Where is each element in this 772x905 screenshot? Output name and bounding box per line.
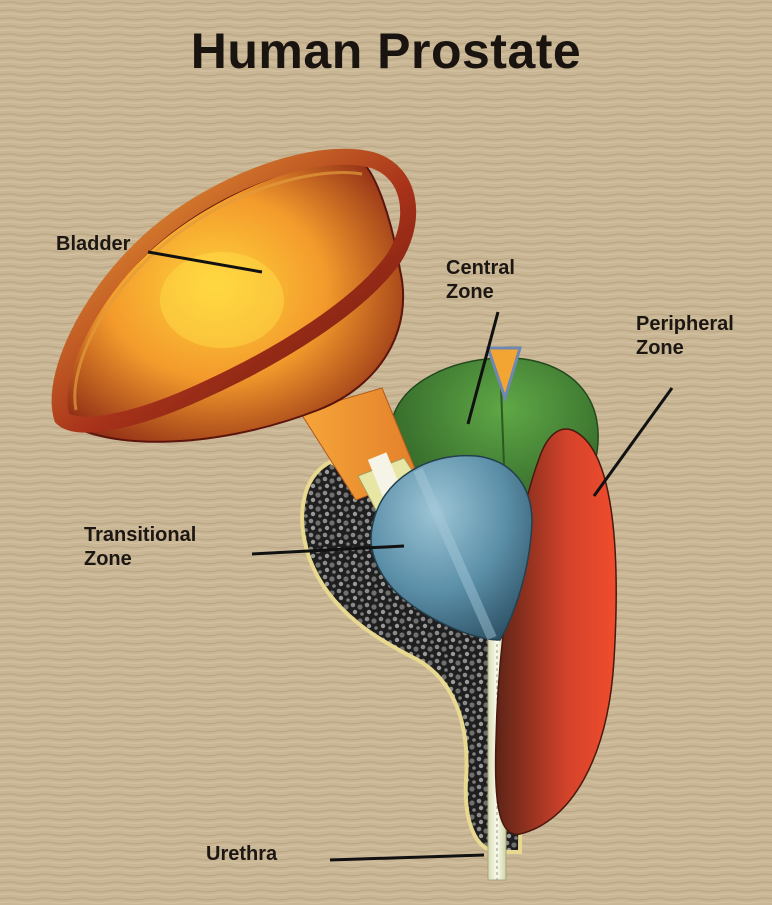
peripheral-zone-label-line1: Peripheral xyxy=(636,312,734,336)
transitional-zone-label-line2: Zone xyxy=(84,547,196,571)
central-zone-label-line2: Zone xyxy=(446,280,515,304)
transitional-zone-label: Transitional Zone xyxy=(84,523,196,571)
central-zone-label-line1: Central xyxy=(446,256,515,280)
peripheral-zone-label: Peripheral Zone xyxy=(636,312,734,360)
urethra-label: Urethra xyxy=(206,842,277,866)
peripheral-zone-label-line2: Zone xyxy=(636,336,734,360)
diagram-title: Human Prostate xyxy=(0,22,772,80)
transitional-zone-label-line1: Transitional xyxy=(84,523,196,547)
bladder-label: Bladder xyxy=(56,232,130,256)
central-zone-label: Central Zone xyxy=(446,256,515,304)
